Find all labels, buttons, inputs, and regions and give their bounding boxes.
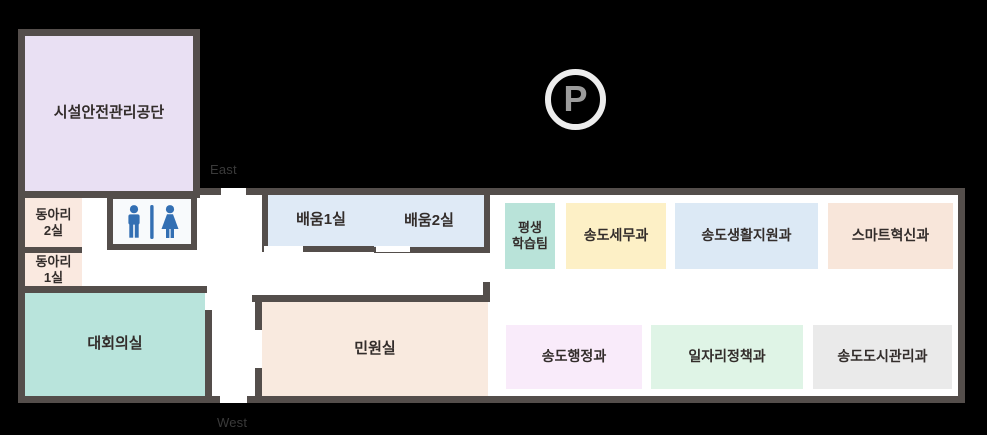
room-job-policy-division: 일자리정책과 xyxy=(651,325,803,389)
parking-icon: P xyxy=(545,69,606,130)
wall-segment xyxy=(205,310,212,403)
room-label: 배움1실 xyxy=(296,211,346,229)
wall-segment xyxy=(247,396,965,403)
wall-segment xyxy=(18,396,220,403)
room-restroom xyxy=(107,193,197,250)
room-label: 송도생활지원과 xyxy=(701,227,792,244)
wall-segment xyxy=(18,286,207,293)
room-baeum-2: 배움2실 xyxy=(374,188,490,253)
wall-segment xyxy=(252,295,490,302)
door-opening xyxy=(205,293,212,310)
room-label: 송도도시관리과 xyxy=(837,348,928,365)
room-baeum-1: 배움1실 xyxy=(262,188,380,252)
room-label: 민원실 xyxy=(354,339,396,357)
room-facility-safety-corp: 시설안전관리공단 xyxy=(18,29,200,198)
room-label: 동아리 2실 xyxy=(35,206,72,238)
room-label: 시설안전관리공단 xyxy=(53,104,165,122)
room-grand-conference: 대회의실 xyxy=(25,293,205,396)
room-club-1: 동아리 1실 xyxy=(25,253,82,286)
wall-segment xyxy=(255,302,262,330)
door-opening xyxy=(255,330,262,368)
room-label: 동아리 1실 xyxy=(35,253,72,285)
door-opening xyxy=(376,246,410,252)
room-club-2: 동아리 2실 xyxy=(25,198,82,247)
parking-letter: P xyxy=(563,77,588,119)
room-label: 스마트혁신과 xyxy=(851,227,930,244)
compass-label-west: West xyxy=(217,415,248,430)
wall-segment xyxy=(18,191,25,403)
wall-segment xyxy=(255,368,262,396)
room-label: 송도행정과 xyxy=(541,348,607,365)
room-songdo-life-support-division: 송도생활지원과 xyxy=(675,203,818,269)
room-smart-innovation-division: 스마트혁신과 xyxy=(828,203,953,269)
door-opening-west xyxy=(220,396,247,403)
room-label: 일자리정책과 xyxy=(688,348,766,365)
door-opening xyxy=(264,246,303,252)
room-label: 배움2실 xyxy=(404,211,454,229)
door-opening-east xyxy=(221,188,246,195)
wall-segment xyxy=(200,188,221,195)
room-civil-service: 민원실 xyxy=(262,302,488,396)
compass-label-east: East xyxy=(210,162,237,177)
room-lifelong-learning-team: 평생 학습팀 xyxy=(505,203,555,269)
room-label: 평생 학습팀 xyxy=(512,220,548,251)
restroom-icon xyxy=(128,204,179,239)
wall-segment xyxy=(958,188,965,403)
wall-segment xyxy=(483,282,490,297)
wall-segment xyxy=(18,247,82,253)
wall-segment xyxy=(246,188,965,195)
room-label: 송도세무과 xyxy=(583,227,649,244)
room-songdo-tax-division: 송도세무과 xyxy=(566,203,666,269)
room-songdo-urban-mgmt-division: 송도도시관리과 xyxy=(813,325,952,389)
room-songdo-admin-division: 송도행정과 xyxy=(506,325,642,389)
room-label: 대회의실 xyxy=(87,335,143,353)
